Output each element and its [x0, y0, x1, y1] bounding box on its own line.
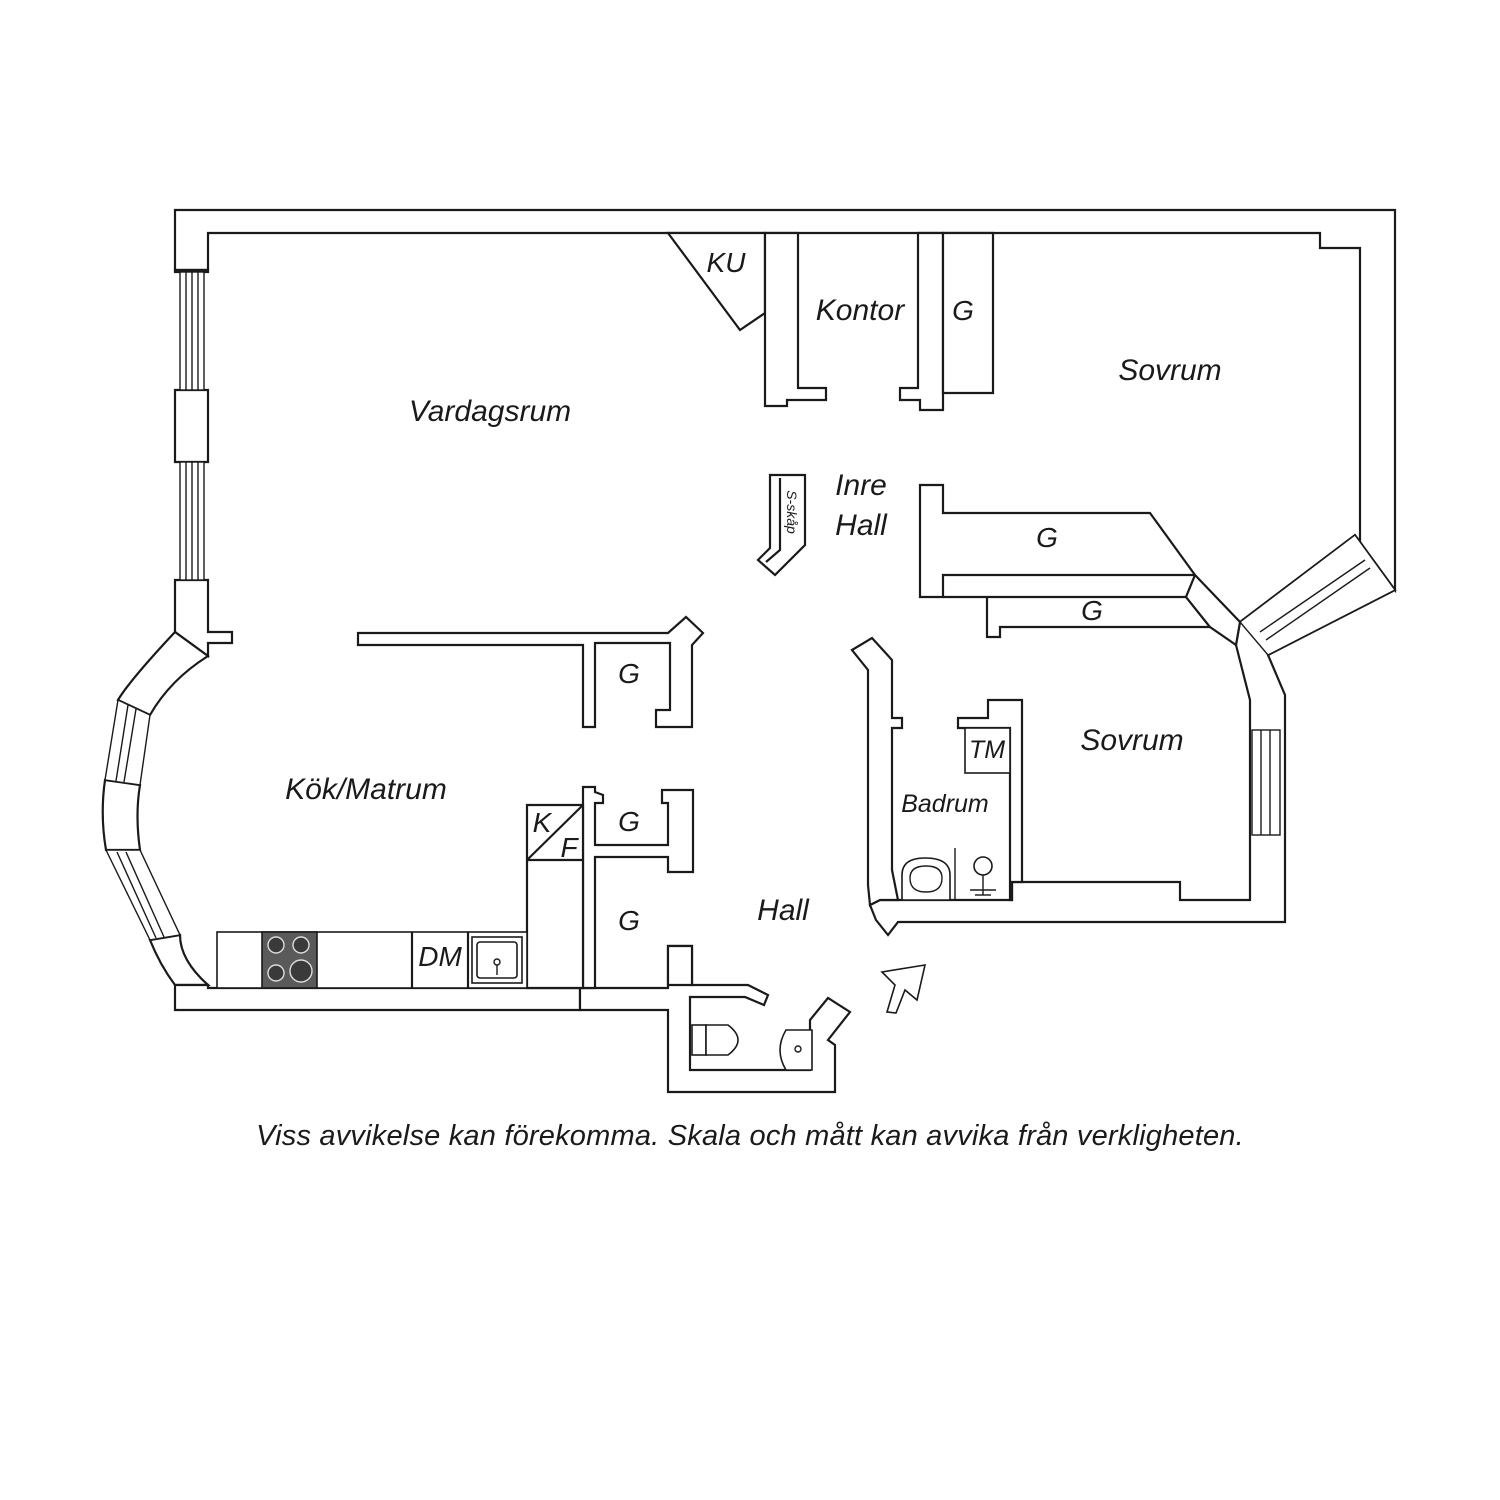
appliance-labels: K F DM TM — [418, 736, 1005, 972]
label-kyl: K — [533, 807, 553, 838]
kitchen-counter — [216, 931, 528, 989]
label-g-hall-upper: G — [1036, 522, 1058, 553]
room-labels: Vardagsrum Kontor Sovrum Sovrum Inre Hal… — [285, 294, 1222, 927]
label-g-kitchen-low: G — [618, 905, 640, 936]
label-ku: KU — [707, 247, 747, 278]
label-kontor: Kontor — [816, 294, 905, 327]
label-diskmaskin: DM — [418, 941, 462, 972]
label-inre-hall: Hall — [835, 509, 888, 542]
label-hall: Hall — [757, 894, 810, 927]
shower-icon — [970, 856, 996, 896]
closet-labels: KU G G G G G G S-skåp — [618, 247, 1103, 936]
label-inre: Inre — [835, 469, 887, 502]
label-tvattmaskin: TM — [969, 736, 1005, 764]
label-badrum: Badrum — [901, 790, 989, 818]
disclaimer-text: Viss avvikelse kan förekomma. Skala och … — [256, 1120, 1244, 1152]
label-g-hall-lower: G — [1081, 595, 1103, 626]
entrance-arrow-icon — [880, 964, 927, 1014]
label-g-kitchen-top: G — [618, 658, 640, 689]
wc-sink-icon — [779, 1029, 813, 1071]
kitchen-sink-icon — [471, 936, 523, 984]
label-kok-matrum: Kök/Matrum — [285, 773, 447, 806]
bath-sink-icon — [901, 857, 951, 901]
bathroom-fixtures — [901, 848, 996, 901]
label-sovrum-bottom: Sovrum — [1080, 724, 1183, 757]
windows — [104, 271, 1397, 941]
label-frys: F — [560, 832, 579, 863]
label-vardagsrum: Vardagsrum — [409, 395, 571, 428]
toilet-icon — [691, 1024, 739, 1056]
label-sovrum-top: Sovrum — [1118, 354, 1221, 387]
label-g-kitchen-mid: G — [618, 806, 640, 837]
label-g-kontor: G — [952, 295, 974, 326]
label-s-skap: S-skåp — [784, 490, 800, 534]
interior-walls — [356, 231, 1242, 990]
